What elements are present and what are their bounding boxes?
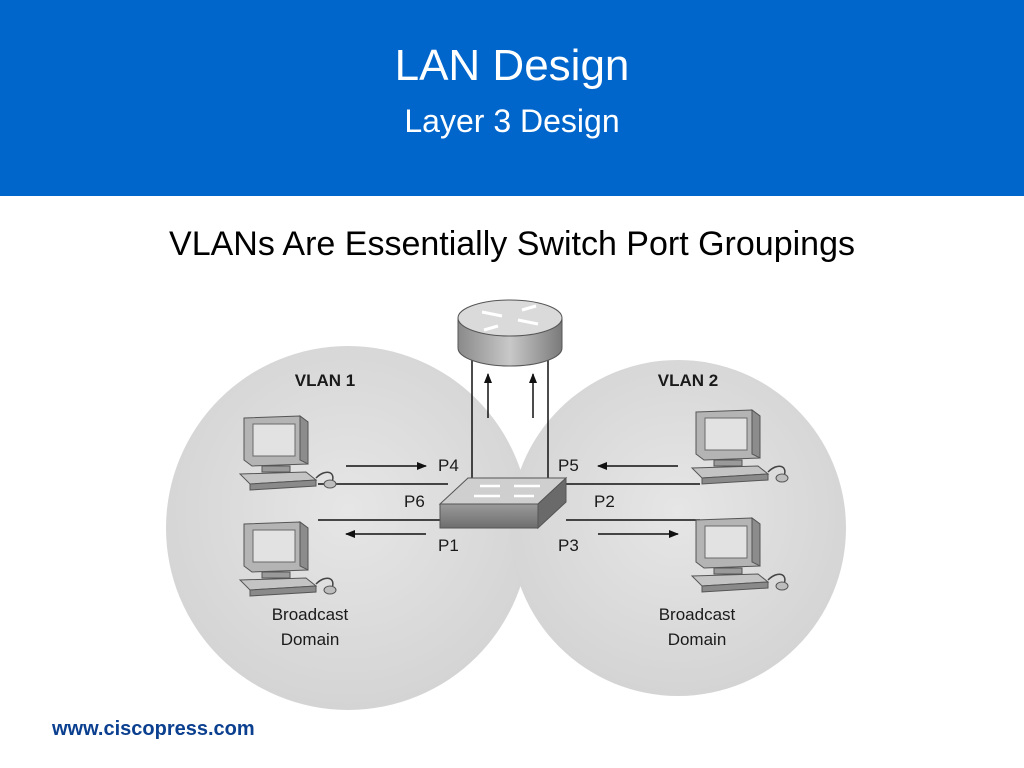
header-banner <box>0 0 1024 196</box>
port-label-p2: P2 <box>594 492 615 511</box>
port-label-p6: P6 <box>404 492 425 511</box>
port-label-p3: P3 <box>558 536 579 555</box>
traffic-arrows <box>345 462 679 538</box>
slide-subtitle: Layer 3 Design <box>404 103 620 139</box>
vlan1-caption-line1: Broadcast <box>272 605 349 624</box>
vlan2-domain-circle <box>510 360 846 696</box>
port-label-p4: P4 <box>438 456 459 475</box>
router-uplinks <box>471 350 549 478</box>
vlan2-caption-line1: Broadcast <box>659 605 736 624</box>
host-cables <box>318 483 700 521</box>
port-label-p1: P1 <box>438 536 459 555</box>
vlan2-label: VLAN 2 <box>658 371 718 390</box>
switch-icon <box>438 476 568 530</box>
router-icon <box>457 299 563 367</box>
uplink-arrows <box>484 373 537 418</box>
slide-heading: VLANs Are Essentially Switch Port Groupi… <box>169 225 855 263</box>
vlan1-label: VLAN 1 <box>295 371 355 390</box>
slide-title: LAN Design <box>394 41 630 90</box>
vlan2-caption-line2: Domain <box>668 630 727 649</box>
vlan1-caption-line2: Domain <box>281 630 340 649</box>
port-label-p5: P5 <box>558 456 579 475</box>
footer-url: www.ciscopress.com <box>52 718 255 740</box>
